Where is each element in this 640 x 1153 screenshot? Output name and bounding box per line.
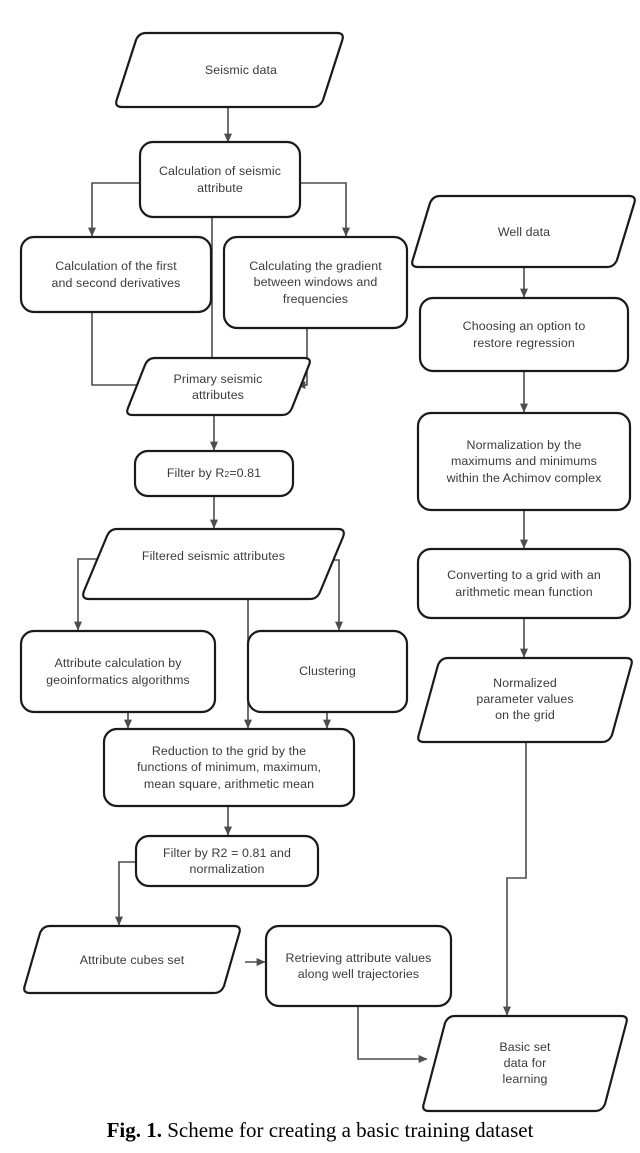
node-shape-seismic-data[interactable] <box>115 31 344 109</box>
connector-calc-to-derivatives <box>88 182 140 237</box>
flowchart-node-shapes <box>19 31 636 1113</box>
node-shape-normalization-achimov[interactable] <box>416 411 632 512</box>
node-shape-filter-r2-normalization[interactable] <box>134 834 320 888</box>
figure-caption-text: Scheme for creating a basic training dat… <box>167 1118 534 1142</box>
connector-group <box>74 107 528 1063</box>
connector-normalizedvalues-to-basicset <box>503 742 527 1016</box>
node-shape-filtered-attributes[interactable] <box>82 527 345 601</box>
connector-derivatives-to-primary <box>91 311 147 389</box>
node-shape-converting-to-grid[interactable] <box>416 547 632 620</box>
node-shape-calc-gradient[interactable] <box>222 235 409 330</box>
figure-caption-prefix: Fig. 1. <box>106 1118 162 1142</box>
node-shape-filter-r2[interactable] <box>133 449 295 498</box>
connector-filternorm-to-cubes <box>115 861 135 926</box>
node-shape-attribute-cubes-set[interactable] <box>23 924 241 995</box>
node-shape-clustering[interactable] <box>246 629 409 714</box>
node-shape-retrieving-attribute-values[interactable] <box>264 924 453 1008</box>
connector-calc-to-gradient <box>300 182 350 237</box>
node-shape-reduction-to-grid[interactable] <box>102 727 356 808</box>
node-shape-choosing-option[interactable] <box>418 296 630 373</box>
node-shape-attribute-calc-geoinformatics[interactable] <box>19 629 217 714</box>
node-shape-calc-derivatives[interactable] <box>19 235 213 314</box>
node-shape-normalized-parameter-values[interactable] <box>417 656 633 744</box>
node-shape-basic-set-data[interactable] <box>422 1014 628 1113</box>
figure-caption: Fig. 1. Scheme for creating a basic trai… <box>0 1118 640 1143</box>
connector-retrieving-to-basicset <box>357 1006 428 1063</box>
node-shape-primary-attributes[interactable] <box>126 356 311 417</box>
node-shape-calc-seismic-attribute[interactable] <box>138 140 302 219</box>
node-shape-well-data[interactable] <box>411 194 636 269</box>
